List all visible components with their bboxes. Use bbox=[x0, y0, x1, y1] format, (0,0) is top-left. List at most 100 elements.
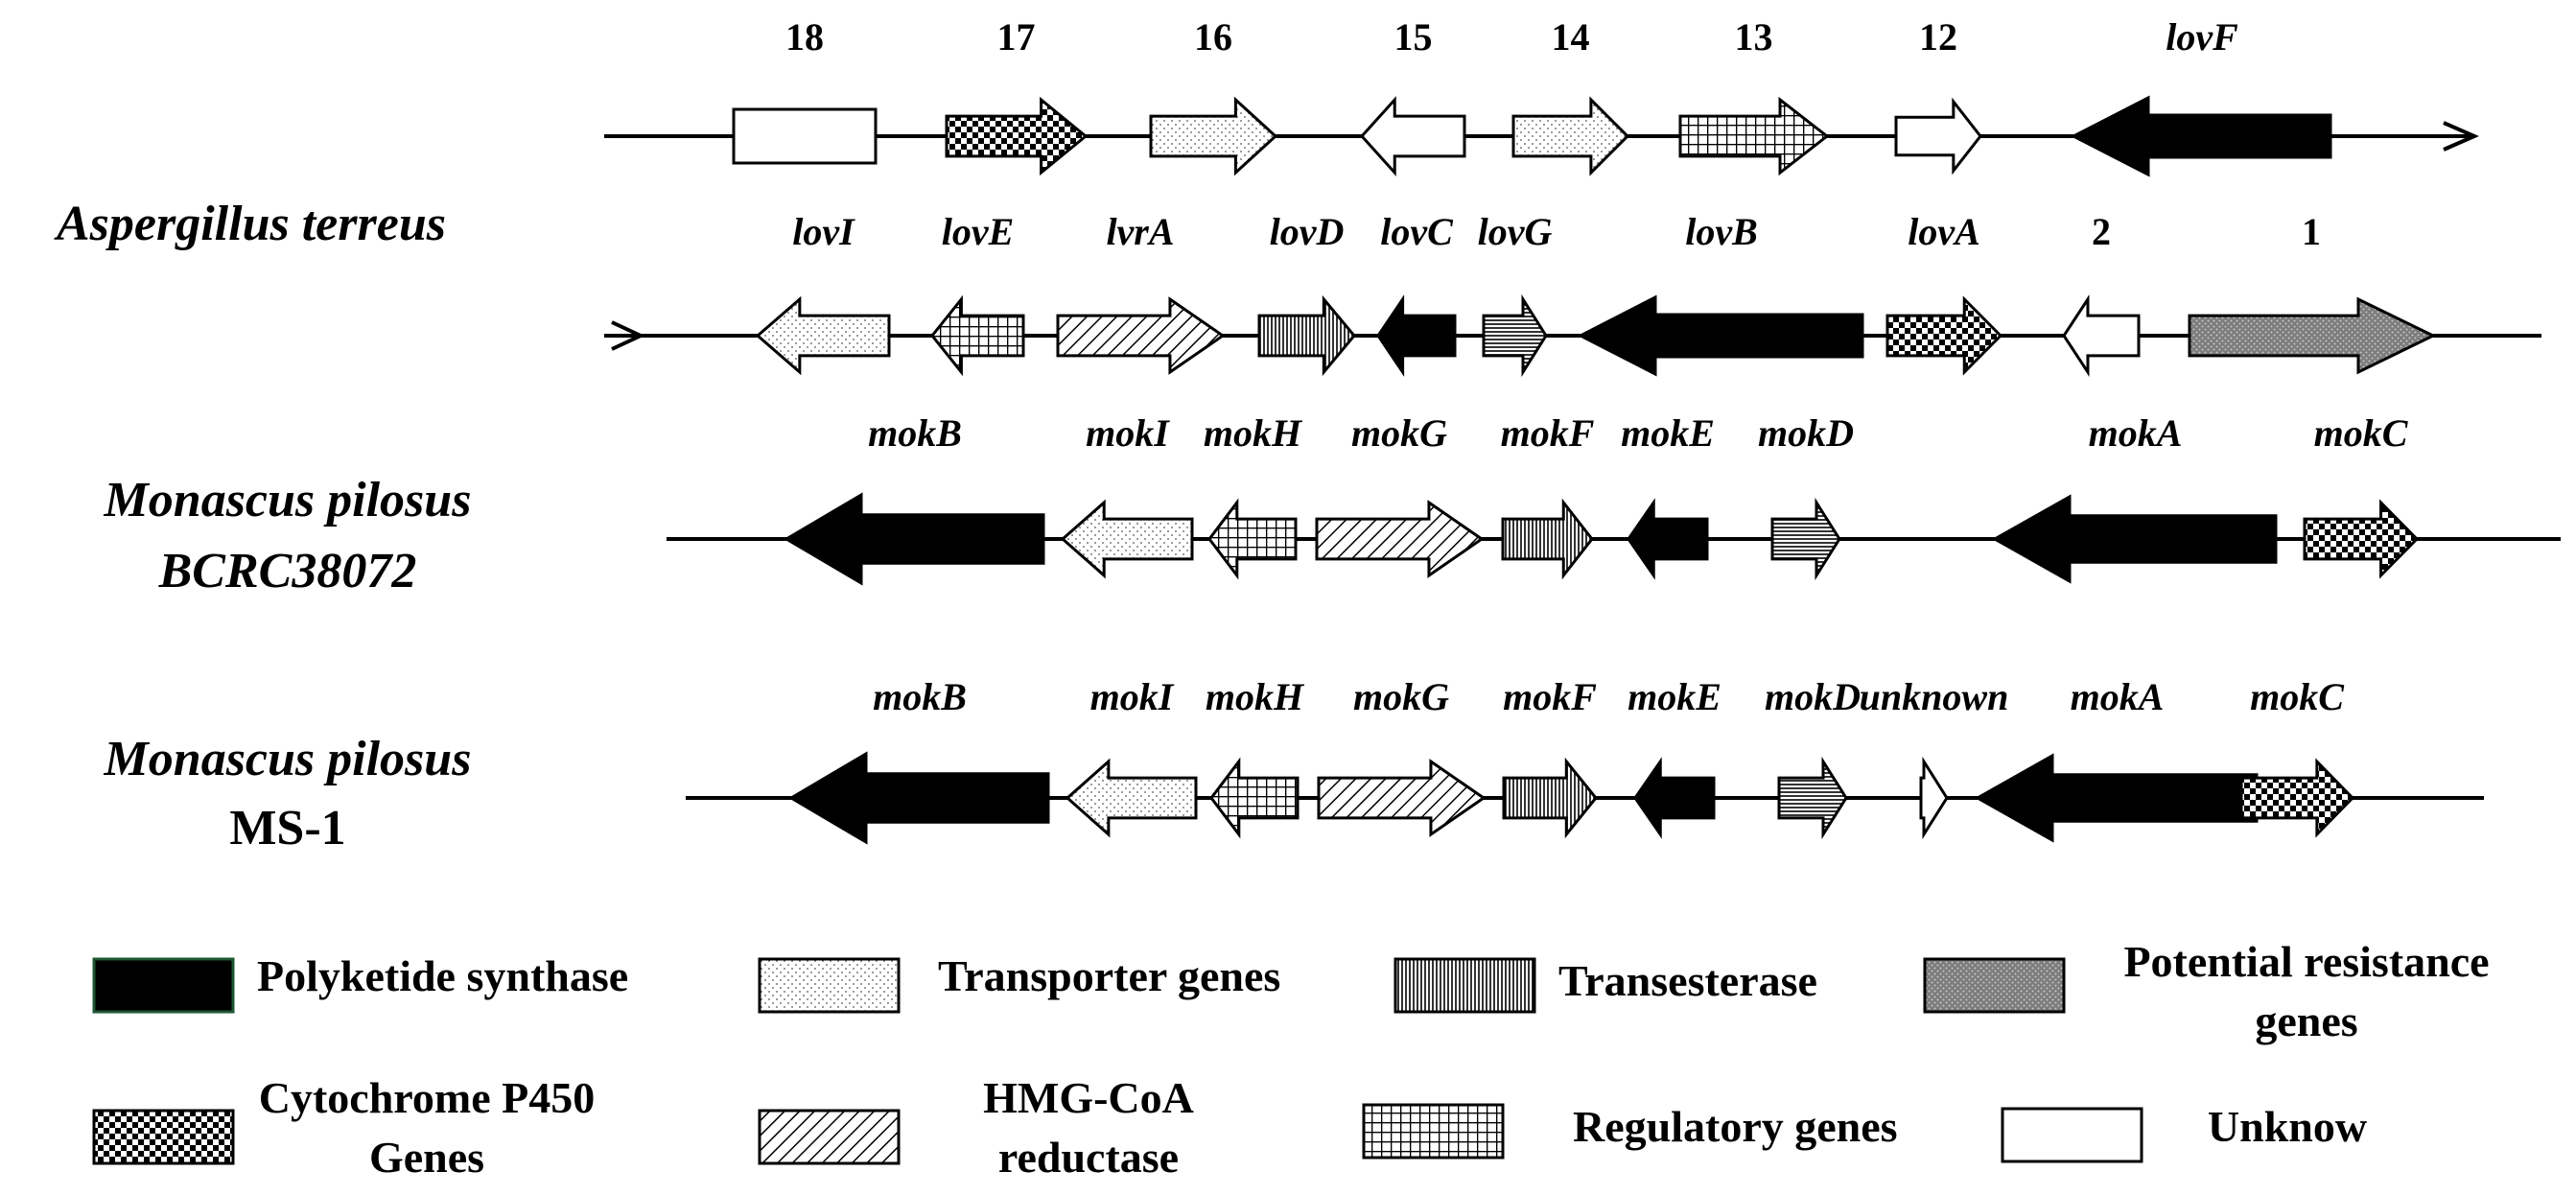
gene-arrow-moke-polyketide bbox=[1627, 498, 1709, 580]
legend-label: reductase bbox=[998, 1133, 1179, 1182]
gene-label: mokC bbox=[2250, 675, 2345, 718]
gene-label: mokA bbox=[2071, 675, 2165, 718]
gene-label: mokB bbox=[873, 675, 967, 718]
gene-label: mokB bbox=[868, 411, 962, 455]
gene-label: 2 bbox=[2092, 210, 2111, 253]
gene-label: mokD bbox=[1765, 675, 1861, 718]
gene-arrow-17-cytochrome bbox=[945, 96, 1089, 176]
legend-swatch-regulatory bbox=[1362, 1103, 1505, 1160]
gene-label: mokI bbox=[1086, 411, 1170, 455]
gene-label: lovI bbox=[792, 210, 855, 253]
legend-item-transesterase: Transesterase bbox=[1393, 956, 1817, 1014]
organism-label-ms1-line1: Monascus pilosus bbox=[104, 732, 472, 786]
gene-label: lovD bbox=[1270, 210, 1345, 253]
legend-swatch-hmgcoa bbox=[758, 1109, 901, 1165]
gene-arrow-2-unknown bbox=[2062, 293, 2141, 378]
gene-arrow-love-regulatory bbox=[930, 294, 1025, 377]
gene-label: mokF bbox=[1501, 411, 1595, 455]
gene-arrow-mokh-regulatory bbox=[1207, 498, 1298, 580]
gene-label: lovA bbox=[1908, 210, 1980, 253]
gene-arrow-mokb-polyketide bbox=[784, 492, 1045, 586]
legend-swatch-resistance bbox=[1923, 957, 2066, 1014]
gene-label: mokE bbox=[1628, 675, 1721, 718]
gene-label: lovC bbox=[1380, 210, 1454, 253]
legend-label: Cytochrome P450 bbox=[259, 1073, 595, 1122]
legend-label: Polyketide synthase bbox=[257, 951, 628, 1000]
gene-arrow-16-transporter bbox=[1149, 96, 1278, 176]
gene-label: 1 bbox=[2302, 210, 2321, 253]
gene-arrow-14-transporter bbox=[1511, 96, 1630, 176]
organism-label-bcrc-line1: Monascus pilosus bbox=[104, 473, 472, 527]
gene-arrow-moki-transporter bbox=[1060, 499, 1194, 579]
gene-arrow-lovc-polyketide bbox=[1376, 294, 1457, 377]
gene-arrow-mokb-polyketide bbox=[788, 751, 1050, 845]
gene-label: 14 bbox=[1552, 15, 1590, 59]
gene-label: 15 bbox=[1394, 15, 1433, 59]
gene-arrow-moki-transporter bbox=[1065, 758, 1198, 838]
gene-arrow-mokf-transesterase bbox=[1502, 757, 1598, 839]
gene-arrow-1-resistance bbox=[2188, 296, 2437, 375]
gene-label: 13 bbox=[1735, 15, 1773, 59]
legend-swatch-transesterase bbox=[1393, 957, 1536, 1014]
legend-label: Transesterase bbox=[1558, 956, 1817, 1005]
gene-label: mokE bbox=[1621, 411, 1715, 455]
gene-arrow-lovf-polyketide bbox=[2070, 95, 2332, 177]
organism-label-bcrc-line2: BCRC38072 bbox=[158, 544, 417, 598]
gene-label: mokA bbox=[2089, 411, 2183, 455]
gene-arrow-lovb-polyketide bbox=[1577, 294, 1864, 377]
gene-arrow-lovi-transporter bbox=[755, 295, 891, 376]
legend-swatch-cytochrome bbox=[92, 1109, 235, 1165]
gene-label: mokG bbox=[1353, 675, 1449, 718]
legend-swatch-transporter bbox=[758, 957, 901, 1014]
gene-arrow-lvra-hmgcoa bbox=[1056, 296, 1226, 375]
legend-item-hmgcoa: HMG-CoA reductase bbox=[758, 1073, 1194, 1182]
gene-label: lovF bbox=[2166, 15, 2238, 59]
gene-arrow-lovd-transesterase bbox=[1257, 294, 1356, 377]
gene-label: mokC bbox=[2314, 411, 2409, 455]
gene-arrow-moka-polyketide bbox=[1974, 753, 2259, 843]
legend-label: Transporter genes bbox=[938, 951, 1280, 1000]
gene-arrow-mokg-hmgcoa bbox=[1315, 500, 1485, 578]
gene-label: lovE bbox=[942, 210, 1015, 253]
gene-arrow-mokf-transesterase bbox=[1501, 498, 1594, 580]
gene-arrow-12-unknown bbox=[1894, 97, 1982, 176]
gene-arrow-mokc-cytochrome bbox=[2303, 499, 2420, 579]
gene-arrow-lova-cytochrome bbox=[1885, 295, 2003, 376]
gene-label: 12 bbox=[1919, 15, 1957, 59]
legend-swatch-polyketide bbox=[92, 957, 235, 1014]
gene-arrow-13-regulatory bbox=[1678, 96, 1830, 176]
gene-label: mokH bbox=[1204, 411, 1303, 455]
legend-label: Unknow bbox=[2208, 1102, 2367, 1151]
legend-label: Genes bbox=[369, 1133, 484, 1182]
gene-label: 17 bbox=[997, 15, 1036, 59]
continuation-arrow-icon bbox=[611, 320, 645, 351]
gene-arrow-18-unknown bbox=[732, 107, 878, 165]
gene-arrow-lovg-horizontal bbox=[1482, 293, 1548, 378]
legend-item-regulatory: Regulatory genes bbox=[1362, 1102, 1898, 1160]
gene-arrow-mokd-horizontal bbox=[1770, 497, 1841, 581]
organism-label-ms1-line2: MS-1 bbox=[229, 801, 345, 855]
gene-label: lovG bbox=[1478, 210, 1553, 253]
gene-arrow-mokc-cytochrome bbox=[2239, 758, 2355, 838]
organism-label-aspergillus: Aspergillus terreus bbox=[54, 197, 446, 251]
gene-arrow-mokd-horizontal bbox=[1777, 756, 1848, 840]
legend-item-transporter: Transporter genes bbox=[758, 951, 1280, 1014]
gene-label: lovB bbox=[1685, 210, 1758, 253]
gene-label: mokD bbox=[1758, 411, 1854, 455]
gene-arrow-mokg-hmgcoa bbox=[1317, 759, 1487, 837]
gene-label: 18 bbox=[785, 15, 824, 59]
legend-label: HMG-CoA bbox=[983, 1073, 1194, 1122]
gene-arrow-moke-polyketide bbox=[1633, 757, 1716, 839]
gene-label: mokI bbox=[1090, 675, 1175, 718]
legend-label: genes bbox=[2255, 996, 2357, 1045]
gene-label: unknown bbox=[1860, 675, 2009, 718]
gene-label: 16 bbox=[1194, 15, 1232, 59]
legend-item-polyketide: Polyketide synthase bbox=[92, 951, 628, 1014]
gene-arrow-unknown-unknown bbox=[1919, 756, 1949, 840]
